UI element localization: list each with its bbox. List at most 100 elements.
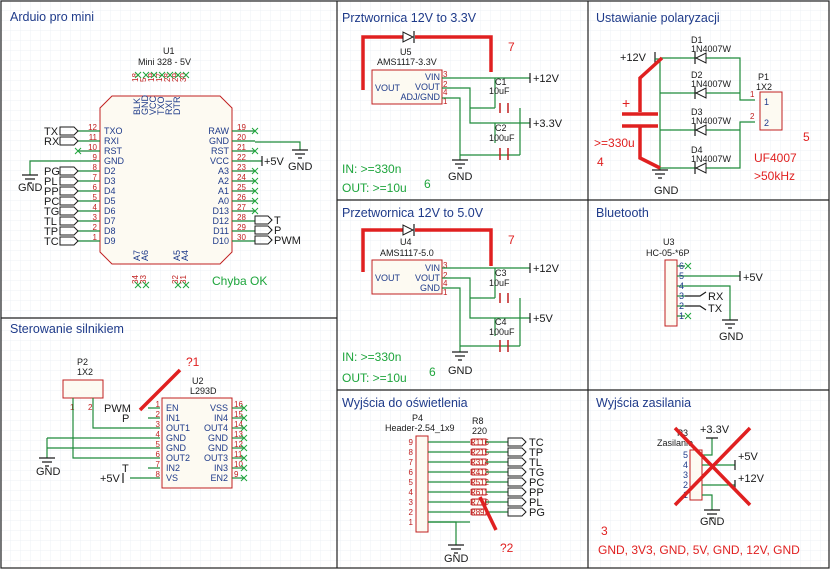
- motor-left-pin-num: 8: [156, 470, 161, 479]
- arduino-bottom-pin-num: 33: [139, 275, 148, 284]
- power-note: GND, 3V3, GND, 5V, GND, 12V, GND: [598, 543, 800, 557]
- conv33-num-adj: 1: [443, 97, 448, 106]
- outputs-res-pin-r: 10: [480, 498, 489, 507]
- arduino-right-pin-name: D10: [212, 236, 229, 246]
- motor-right-pin-num: 14: [234, 420, 243, 429]
- arduino-left-pin-num: 11: [89, 133, 98, 142]
- outputs-res-ref: R8: [472, 416, 484, 426]
- power-connector: [689, 449, 703, 501]
- title-bt: Bluetooth: [596, 206, 649, 220]
- arduino-left-pin-num: 6: [93, 183, 98, 192]
- conv33-value: AMS1117-3.3V: [377, 57, 437, 67]
- motor-right-pin-name: GND: [208, 443, 229, 453]
- arduino-left-net: PG: [44, 166, 60, 178]
- arduino-bottom-pin-num: 31: [179, 275, 188, 284]
- polar-block: +12V D11N4007WD21N4007WD31N4007WD41N4007…: [594, 35, 810, 197]
- bt-pin-num: 6: [679, 261, 684, 271]
- motor-ic-body: [161, 397, 233, 489]
- motor-right-pin-name: IN4: [214, 413, 228, 423]
- conv50-pin-gnd: GND: [420, 283, 441, 293]
- arduino-top-pin-name: TXO: [156, 96, 166, 115]
- arduino-left-pin-num: 2: [93, 223, 98, 232]
- arduino-left-pin-name: GND: [104, 156, 125, 166]
- motor-left-pin-name: VS: [166, 473, 178, 483]
- bt-value: HC-05-*6P: [646, 248, 690, 258]
- motor-right-pin-num: 15: [234, 410, 243, 419]
- outputs-res-pin-l: R3: [470, 458, 481, 467]
- motor-right-pin-num: 16: [234, 400, 243, 409]
- polar-diode-ref: D1: [691, 35, 703, 45]
- conv50-pin-vin: VIN: [425, 263, 440, 273]
- polar-capacitor-sketch: [622, 56, 664, 170]
- arduino-right-nc: [251, 197, 259, 205]
- conv50-c3-ref: C3: [495, 268, 507, 278]
- arduino-left-pin-num: 8: [93, 163, 98, 172]
- bt-pin-num: 3: [679, 291, 684, 301]
- outputs-conn-pin-num: 4: [409, 488, 414, 497]
- polar-plus: +: [622, 95, 630, 111]
- conv50-num-vout1: 2: [443, 271, 448, 280]
- outputs-net: PG: [529, 507, 545, 519]
- arduino-right-pin-num: 23: [237, 163, 246, 172]
- polar-connector: [759, 91, 783, 131]
- outputs-conn-pin-num: 9: [409, 438, 414, 447]
- motor-left-pin-num: 6: [156, 450, 161, 459]
- outputs-conn-pin-num: 7: [409, 458, 414, 467]
- arduino-net-flag: [59, 186, 79, 196]
- motor-right-nc: [240, 404, 248, 412]
- arduino-bottom-pin-name: A5: [172, 250, 182, 261]
- outputs-net: PP: [529, 487, 544, 499]
- motor-left-pin-name: OUT1: [166, 423, 190, 433]
- arduino-right-pin-num: 28: [237, 213, 246, 222]
- arduino-top-nc: [134, 71, 142, 79]
- power-ref: P3: [677, 428, 688, 438]
- motor-right-nc: [240, 474, 248, 482]
- arduino-right-pin-num: 21: [237, 143, 246, 152]
- arduino-right-pin-num: 24: [237, 173, 246, 182]
- arduino-right-nc: [251, 187, 259, 195]
- arduino-right-pin-name: RAW: [208, 126, 229, 136]
- motor-5v-net: +5V: [100, 473, 121, 485]
- arduino-left-pins: TXO12TXRXI11RXRST10GND9D28PGD37PLD46PPD5…: [44, 123, 125, 248]
- motor-annotation-line: [138, 368, 182, 412]
- title-polar: Ustawianie polaryzacji: [596, 11, 720, 25]
- arduino-left-net: TG: [44, 206, 59, 218]
- arduino-top-pin-num: 5: [139, 77, 148, 82]
- motor-right-pin-num: 13: [234, 430, 243, 439]
- arduino-rst-nc: [74, 147, 82, 155]
- conv33-pin-vin: VIN: [425, 72, 440, 82]
- polar-diode-ref: D4: [691, 145, 703, 155]
- arduino-right-pin-num: 26: [237, 193, 246, 202]
- arduino-gnd-right: GND: [288, 161, 313, 173]
- polar-conn-pin1: 1: [764, 97, 769, 107]
- arduino-body: [99, 95, 233, 265]
- polar-diode-symbol: [694, 124, 707, 136]
- motor-left-pin-num: 2: [156, 410, 161, 419]
- polar-conn-num2: 2: [750, 112, 755, 121]
- bt-pin-num: 2: [679, 301, 684, 311]
- conv50-net-in: +12V: [533, 263, 560, 275]
- polar-diode-symbol: [694, 162, 707, 174]
- polar-conn-ref: P1: [758, 72, 769, 82]
- arduino-top-nc: [166, 71, 174, 79]
- outputs-res-pin-l: R6: [470, 488, 481, 497]
- motor-t-net: T: [122, 463, 129, 475]
- motor-conn-value: 1X2: [77, 367, 93, 377]
- power-5v: +5V: [738, 451, 759, 463]
- outputs-conn-pin-num: 8: [409, 448, 414, 457]
- title-arduino: Arduio pro mini: [10, 10, 94, 24]
- arduino-net-flag: [59, 136, 79, 146]
- motor-right-nc: [240, 464, 248, 472]
- bt-pin-nc: [684, 312, 692, 320]
- outputs-res-pin-r: 9: [480, 508, 485, 517]
- motor-ic-value: L293D: [190, 386, 217, 396]
- polar-diode-val: 1N4007W: [691, 116, 732, 126]
- arduino-left-pin-num: 12: [88, 123, 97, 132]
- arduino-bottom-nc: [174, 281, 182, 289]
- outputs-res-pin-l: R7: [470, 498, 481, 507]
- motor-block: P2 1X2 1 2 GND U2 L293D EN1IN12OUT13GND4…: [36, 355, 248, 489]
